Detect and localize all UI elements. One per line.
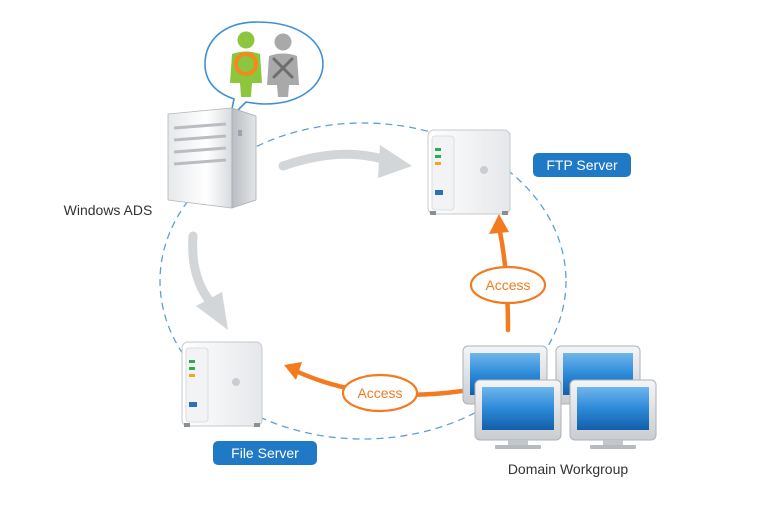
ftp-server-badge: FTP Server	[533, 153, 631, 177]
dashed-ring	[159, 122, 567, 440]
access-label-ftp-text: Access	[485, 277, 530, 293]
monitor-icon	[474, 379, 562, 449]
ftp-server-label: FTP Server	[546, 157, 618, 173]
denied-user-icon	[267, 33, 299, 97]
file-nas-server-icon	[181, 341, 263, 427]
file-server-label: File Server	[231, 445, 299, 461]
windows-ads-server-icon	[167, 107, 257, 209]
allowed-user-icon	[230, 31, 262, 97]
file-server-badge: File Server	[213, 441, 317, 465]
domain-workgroup-label: Domain Workgroup	[508, 461, 629, 477]
monitor-icon	[569, 379, 657, 449]
access-label-file: Access	[341, 373, 419, 413]
windows-ads-label: Windows ADS	[64, 202, 153, 218]
sync-arrow-to-file-server	[188, 231, 228, 330]
access-label-ftp: Access	[469, 265, 547, 305]
sync-arrow-to-ftp	[278, 145, 412, 178]
access-label-file-text: Access	[357, 385, 402, 401]
domain-workgroup-icon	[462, 345, 657, 449]
user-allow-deny-icon	[204, 21, 324, 121]
ftp-nas-server-icon	[427, 129, 511, 215]
